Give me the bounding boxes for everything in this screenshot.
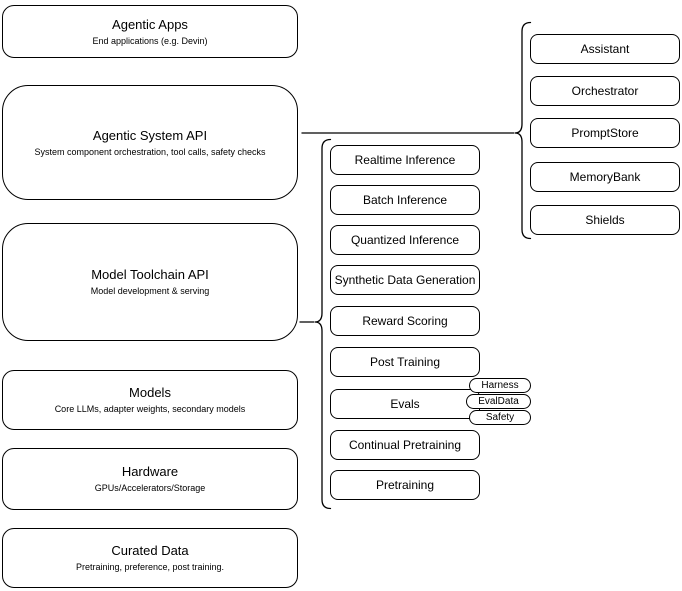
node-subtitle: System component orchestration, tool cal… bbox=[34, 146, 266, 157]
node-title: Agentic System API bbox=[92, 127, 208, 143]
system-item-promptstore: PromptStore bbox=[530, 118, 680, 148]
node-subtitle: Model development & serving bbox=[90, 286, 210, 296]
toolchain-item-batch-inference: Batch Inference bbox=[330, 185, 480, 215]
toolchain-item-post-training: Post Training bbox=[330, 347, 480, 377]
system-item-orchestrator: Orchestrator bbox=[530, 76, 680, 106]
system-item-memorybank: MemoryBank bbox=[530, 162, 680, 192]
node-curated-data: Curated Data Pretraining, preference, po… bbox=[2, 528, 298, 588]
node-subtitle: End applications (e.g. Devin) bbox=[92, 35, 208, 46]
evals-tag-harness: Harness bbox=[469, 378, 531, 393]
system-item-shields: Shields bbox=[530, 205, 680, 235]
node-subtitle: Core LLMs, adapter weights, secondary mo… bbox=[54, 404, 246, 414]
node-subtitle: Pretraining, preference, post training. bbox=[75, 562, 225, 572]
evals-tag-evaldata: EvalData bbox=[466, 394, 531, 409]
toolchain-item-pretraining: Pretraining bbox=[330, 470, 480, 500]
node-subtitle: GPUs/Accelerators/Storage bbox=[94, 483, 206, 493]
toolchain-services-brace bbox=[314, 138, 332, 510]
node-agentic-apps: Agentic Apps End applications (e.g. Devi… bbox=[2, 5, 298, 58]
node-title: Agentic Apps bbox=[112, 16, 188, 32]
system-item-assistant: Assistant bbox=[530, 34, 680, 64]
toolchain-item-continual-pretraining: Continual Pretraining bbox=[330, 430, 480, 460]
toolchain-item-evals: Evals bbox=[330, 389, 480, 419]
toolchain-item-quantized-inference: Quantized Inference bbox=[330, 225, 480, 255]
node-title: Curated Data bbox=[111, 543, 189, 558]
toolchain-item-reward-scoring: Reward Scoring bbox=[330, 306, 480, 336]
toolchain-item-realtime-inference: Realtime Inference bbox=[330, 145, 480, 175]
node-title: Model Toolchain API bbox=[91, 267, 209, 282]
node-title: Models bbox=[129, 385, 171, 400]
node-title: Hardware bbox=[121, 464, 179, 479]
node-hardware: Hardware GPUs/Accelerators/Storage bbox=[2, 448, 298, 510]
toolchain-item-synthetic-data-generation: Synthetic Data Generation bbox=[330, 265, 480, 295]
node-model-toolchain-api: Model Toolchain API Model development & … bbox=[2, 223, 298, 341]
evals-tag-safety: Safety bbox=[469, 410, 531, 425]
system-components-brace bbox=[514, 21, 532, 240]
node-models: Models Core LLMs, adapter weights, secon… bbox=[2, 370, 298, 430]
node-agentic-system-api: Agentic System API System component orch… bbox=[2, 85, 298, 200]
